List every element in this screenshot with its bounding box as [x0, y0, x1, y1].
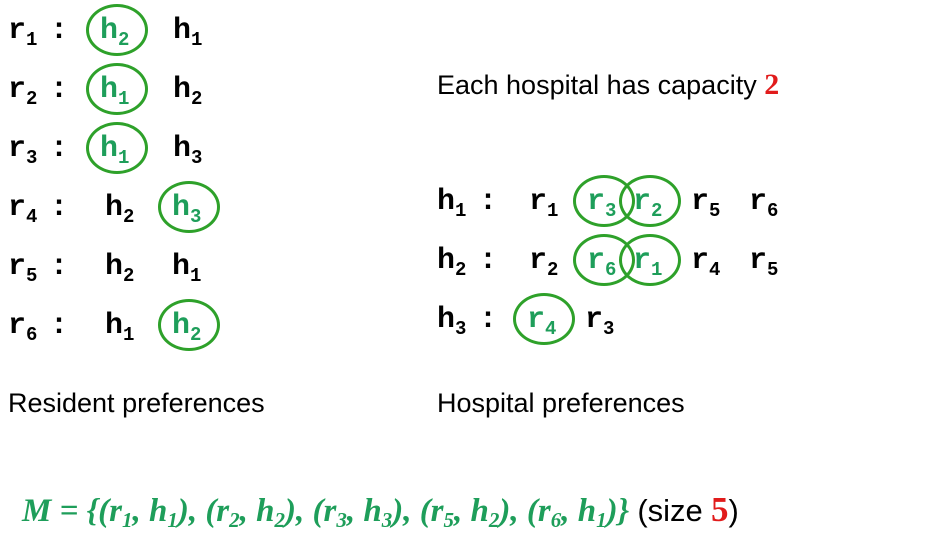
resident-label: r3	[8, 132, 38, 169]
colon: :	[479, 244, 498, 278]
pref-entry: r6	[749, 185, 779, 222]
resident-label: r5	[8, 250, 38, 287]
match-circle	[158, 299, 220, 351]
pref-entry: h1	[172, 250, 202, 287]
pref-entry: r5	[749, 244, 779, 281]
matching-size-value: 5	[711, 490, 729, 529]
pref-entry: r5	[691, 185, 721, 222]
pref-entry: h2	[173, 73, 203, 110]
resident-label: r4	[8, 191, 38, 228]
match-circle	[513, 293, 575, 345]
resident-label: r6	[8, 309, 38, 346]
pref-entry: h2	[105, 191, 135, 228]
hospital-label: h2	[437, 244, 467, 281]
colon: :	[479, 185, 498, 219]
pref-entry: r1	[529, 185, 559, 222]
matching-size-label: (size	[637, 493, 703, 528]
match-circle	[86, 4, 148, 56]
matching-statement: M = {(r1, h1), (r2, h2), (r3, h3), (r5, …	[22, 492, 739, 531]
match-circle	[86, 122, 148, 174]
hospital-label: h1	[437, 185, 467, 222]
match-circle	[619, 175, 681, 227]
capacity-value: 2	[764, 68, 780, 101]
pref-entry: r2	[529, 244, 559, 281]
pref-entry: r3	[585, 303, 615, 340]
capacity-note: Each hospital has capacity 2	[437, 70, 779, 100]
pref-entry: h2	[105, 250, 135, 287]
pref-entry: h1	[173, 14, 203, 51]
resident-label: r2	[8, 73, 38, 110]
colon: :	[50, 132, 69, 166]
matching-size-close: )	[728, 493, 739, 528]
colon: :	[50, 14, 69, 48]
pref-entry: h1	[105, 309, 135, 346]
colon: :	[479, 303, 498, 337]
match-circle	[619, 234, 681, 286]
resident-caption: Resident preferences	[8, 388, 265, 418]
hospital-label: h3	[437, 303, 467, 340]
capacity-text: Each hospital has capacity	[437, 70, 757, 100]
matching-formula: M = {(r1, h1), (r2, h2), (r3, h3), (r5, …	[22, 493, 630, 532]
match-circle	[86, 63, 148, 115]
pref-entry: h3	[173, 132, 203, 169]
resident-label: r1	[8, 14, 38, 51]
hospital-caption: Hospital preferences	[437, 388, 685, 418]
colon: :	[50, 250, 69, 284]
colon: :	[50, 309, 69, 343]
match-circle	[158, 181, 220, 233]
colon: :	[50, 191, 69, 225]
colon: :	[50, 73, 69, 107]
pref-entry: r4	[691, 244, 721, 281]
